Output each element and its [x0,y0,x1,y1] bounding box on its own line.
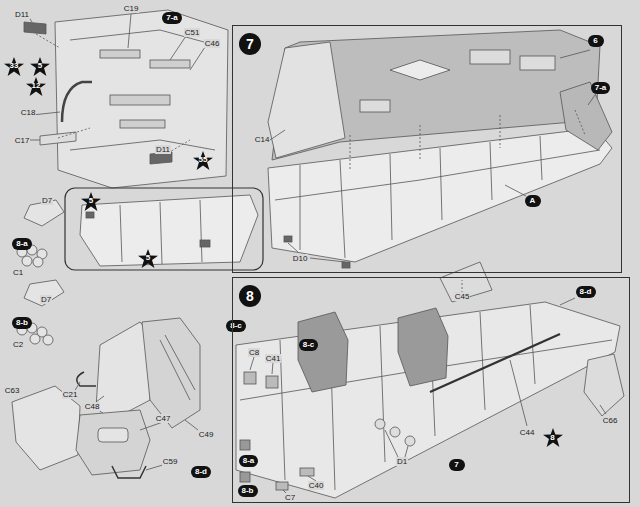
part-number: D1 [396,457,408,466]
step-panel: 7 6 7-aA [232,25,622,273]
part-number: C59 [162,457,179,466]
paint-star-callout: 5 [138,249,158,268]
step-panel: 8 8-d 8-c 8 7 8-a 8-b [232,277,630,503]
step-number: 8 [239,285,261,307]
callout-number: 5 [89,196,93,206]
part-number: C44 [519,428,536,437]
sub-assembly-callout: 8-d [576,286,596,298]
callout-number: 8-d [580,287,592,297]
callout-number: A [530,196,536,206]
part-number: C18 [20,108,37,117]
callout-number: 55 [199,155,208,165]
sub-assembly-callout: 8-a [239,455,259,467]
callout-number: 7 [454,460,458,470]
paint-star-callout: 5 [81,192,101,211]
sub-assembly-callout: 7-a [162,12,182,24]
callout-number: 6 [593,36,597,46]
part-number: D10 [292,254,309,263]
sub-assemblies-8 [12,200,200,478]
part-number: C46 [204,39,221,48]
part-number: C66 [602,416,619,425]
part-number: D7 [40,295,52,304]
part-number: C8 [248,348,260,357]
part-number: C7 [284,493,296,502]
callout-number: 7-a [595,83,607,93]
part-number: C14 [254,135,271,144]
callout-number: 12 [32,81,41,91]
part-number: C51 [184,28,201,37]
part-number: C19 [123,4,140,13]
paint-star-callout: 5 [30,57,50,76]
callout-number: 8-b [16,318,28,328]
part-number: C40 [308,481,325,490]
callout-number: 5 [38,61,42,71]
step-7-hull [268,30,612,268]
detail-inset [65,188,263,270]
step-8-hull [236,262,624,498]
callout-number: 8 [550,433,554,443]
callout-number: 33 [10,61,19,71]
callout-number: 7-a [166,13,178,23]
part-number: C21 [62,390,79,399]
step-number: 7 [239,33,261,55]
part-number: D11 [14,10,30,19]
part-number: C17 [14,136,31,145]
paint-star-callout: 33 [4,57,24,76]
part-number: C48 [84,402,101,411]
part-number: C2 [12,340,24,349]
paint-star-callout: 12 [26,77,46,96]
sub-assembly-callout: 8-b [12,317,32,329]
sub-assembly-callout: 8-a [12,238,32,250]
callout-number: 8-a [243,456,255,466]
sub-assembly-callout: 7-a [591,82,611,94]
callout-number: 8-d [195,467,207,477]
sub-assembly-callout: 8-b [238,485,258,497]
sub-assembly-callout: 8-d [191,466,211,478]
sub-assembly-callout: 6 [588,35,604,47]
sub-assembly-7a [24,10,228,188]
sub-assembly-callout: 7 [449,459,465,471]
callout-number: 8-b [242,486,254,496]
callout-number: 5 [146,253,150,263]
sub-assembly-callout: A [525,195,541,207]
paint-star-callout: 8 [543,428,563,447]
part-number: C63 [4,386,21,395]
callout-number: 8-a [16,239,28,249]
part-number: C49 [198,430,215,439]
paint-star-callout: 55 [193,151,213,170]
callout-number: 8-c [303,340,315,350]
sub-assembly-callout: 8-c [226,320,246,332]
part-number: C45 [454,292,471,301]
part-number: C41 [265,354,282,363]
part-number: D7 [41,196,53,205]
sub-assembly-callout: 8-c [299,339,319,351]
part-number: D11 [155,145,171,154]
part-number: C1 [12,268,24,277]
part-number: C47 [155,414,172,423]
